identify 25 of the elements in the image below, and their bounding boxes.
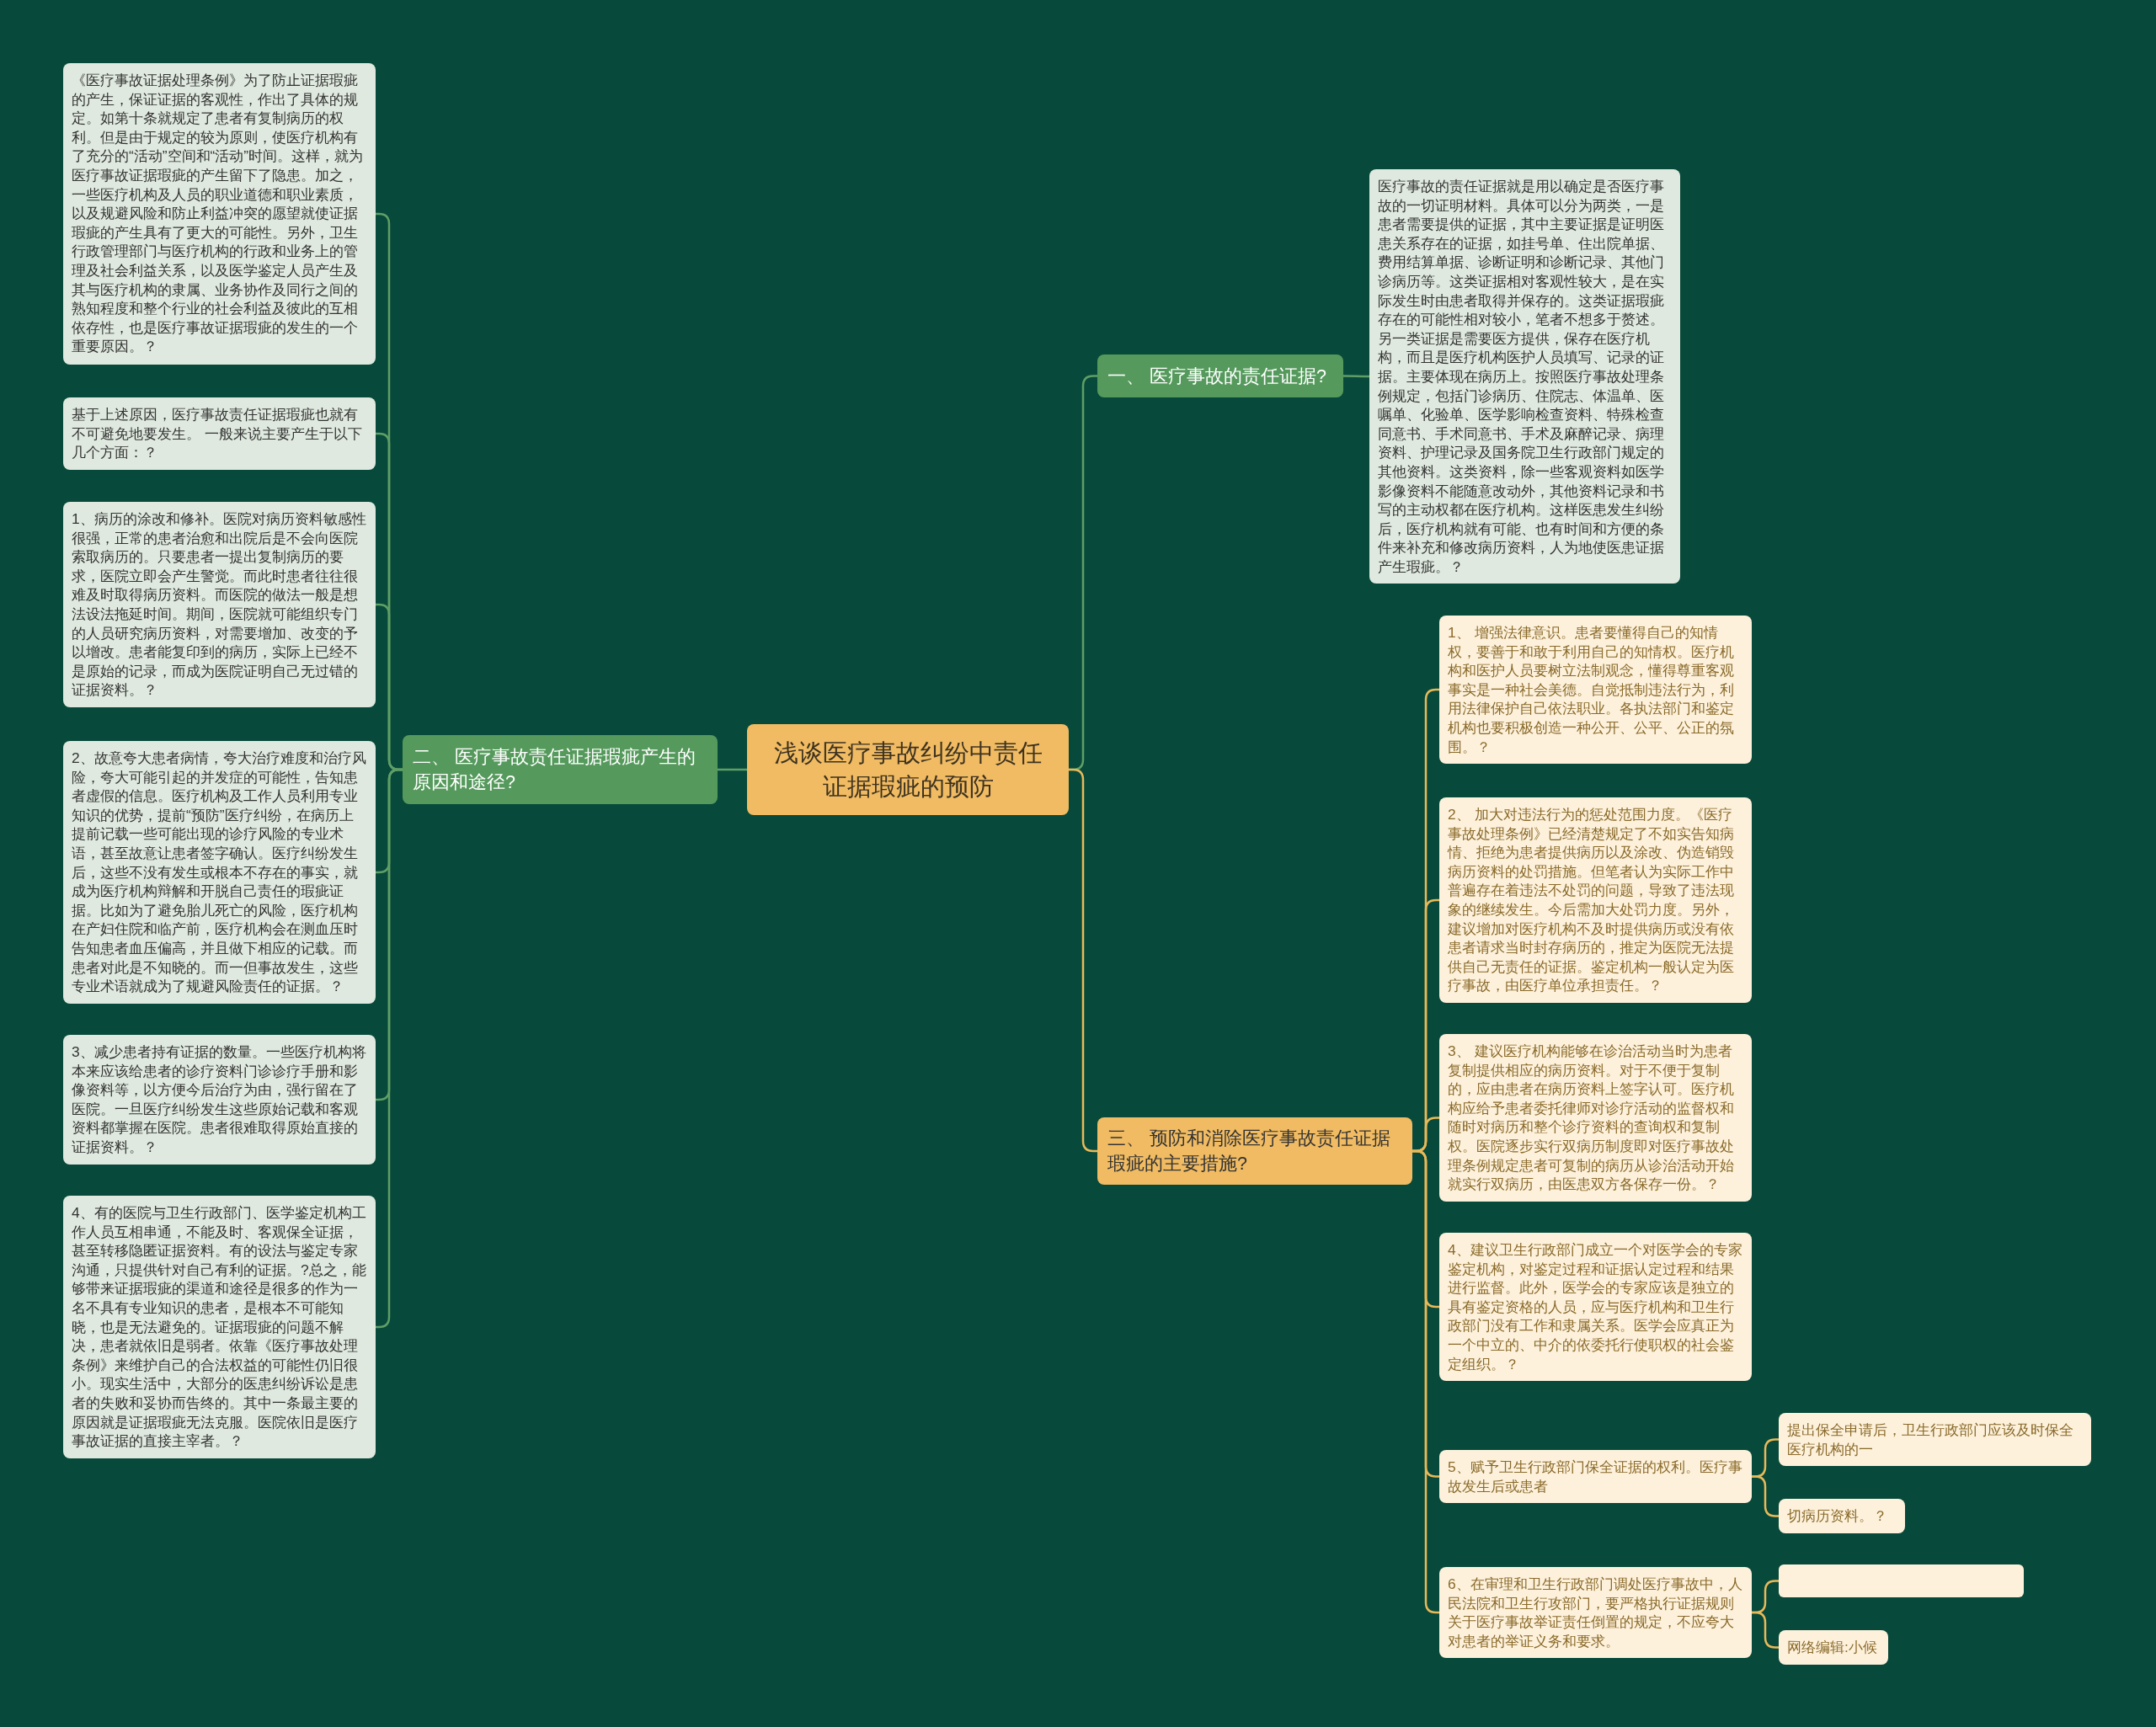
- note-box: 切病历资料。？: [1779, 1499, 1905, 1533]
- note-box: 1、病历的涂改和修补。医院对病历资料敏感性很强，正常的患者治愈和出院后是不会向医院索取病历的。只要患者一提出复制病历的要求，医院立即会产生警觉。而此时患者往往很难及时取得病历资料。而医院的做法一般是想法设法拖延时间。期间，医院就可能组织专门的人员研究病历资料，对需要增加、改变的予以增改。患者能复印到的病历，实际上已经不是原始的记录，而成为医院证明自己无过错的证据资料。？: [63, 502, 376, 707]
- branch-box: 二、 医疗事故责任证据瑕疵产生的原因和途径?: [403, 735, 718, 804]
- note-box: 4、建议卫生行政部门成立一个对医学会的专家鉴定机构，对鉴定过程和证据认定过程和结果进行监督。此外，医学会的专家应该是独立的具有鉴定资格的人员，应与医疗机构和卫生行政部门没有工作和隶属关系。医学会应真正为一个中立的、中介的依委托行使职权的社会鉴定组织。？: [1439, 1233, 1752, 1382]
- note-box: 6、在审理和卫生行政部门调处医疗事故中，人民法院和卫生行攻部门，要严格执行证据规则关于医疗事故举证责任倒置的规定，不应夸大对患者的举证义务和要求。: [1439, 1567, 1752, 1659]
- branch-box: 三、 预防和消除医疗事故责任证据瑕疵的主要措施?: [1097, 1117, 1412, 1185]
- note-box: 1、 增强法律意识。患者要懂得自己的知情权，要善于和敢于利用自己的知情权。医疗机构和医护人员要树立法制观念，懂得尊重客观事实是一种社会美德。自觉抵制违法行为，利用法律保护自己依法职业。各执法部门和鉴定机构也要积极创造一种公开、公平、公正的氛围。？: [1439, 616, 1752, 765]
- note-box: 3、 建议医疗机构能够在诊治活动当时为患者复制提供相应的病历资料。对于不便于复制的，应由患者在病历资料上签字认可。医疗机构应给予患者委托律师对诊疗活动的监督权和随时对病历和整个诊疗资料的查询权和复制权。医院逐步实行双病历制度即对医疗事故处理条例规定患者可复制的病历从诊治活动开始就实行双病历，由医患双方各保存一份。？: [1439, 1034, 1752, 1202]
- connector-line: [1752, 1611, 1779, 1649]
- connector-line: [718, 768, 747, 771]
- topic-box: 浅谈医疗事故纠纷中责任证据瑕疵的预防: [747, 724, 1069, 815]
- note-box: 网络编辑:小候: [1779, 1630, 1888, 1665]
- note-box: 2、故意夸大患者病情，夸大治疗难度和治疗风险，夸大可能引起的并发症的可能性，告知患者虚假的信息。医疗机构及工作人员利用专业知识的优势，提前“预防”医疗纠纷，在病历上提前记载一些可能出现的诊疗风险的专业术语，甚至故意让患者签字确认。医疗纠纷发生后，这些不没有发生或根本不存在的事实，就成为医疗机构辩解和开脱自己责任的瑕疵证据。比如为了避免胎儿死亡的风险，医疗机构在产妇住院和临产前，医疗机构会在测血压时告知患者血压偏高，并且做下相应的记载。而患者对此是不知晓的。而一但事故发生，这些专业术语就成为了规避风险责任的证据。？: [63, 741, 376, 1004]
- note-box: 3、减少患者持有证据的数量。一些医疗机构将本来应该给患者的诊疗资料门诊诊疗手册和影像资料等，以方便今后治疗为由，强行留在了医院。一旦医疗纠纷发生这些原始记载和客观资料都掌握在医院。患者很难取得原始直接的证据资料。？: [63, 1035, 376, 1165]
- note-box: 2、 加大对违法行为的惩处范围力度。《医疗事故处理条例》已经清楚规定了不如实告知病情、拒绝为患者提供病历以及涂改、伪造销毁病历资料的处罚措施。但笔者认为实际工作中普遍存在着违法不处罚的问题，导致了违法现象的继续发生。今后需加大处罚力度。另外，建议增加对医疗机构不及时提供病历或没有依患者请求当时封存病历的，推定为医院无法提供自己无责任的证据。鉴定机构一般认定为医疗事故，由医疗单位承担责任。？: [1439, 797, 1752, 1003]
- note-box: 基于上述原因，医疗事故责任证据瑕疵也就有不可避免地要发生。 一般来说主要产生于以下几个方面：？: [63, 397, 376, 470]
- connector-line: [1343, 375, 1369, 378]
- connector-line: [1752, 1475, 1779, 1517]
- note-box: 提出保全申请后，卫生行政部门应该及时保全医疗机构的一: [1779, 1413, 2091, 1467]
- note-box: 5、赋予卫生行政部门保全证据的权利。医疗事故发生后或患者: [1439, 1450, 1752, 1504]
- blank-box: [1779, 1564, 2024, 1597]
- note-box: 4、有的医院与卫生行政部门、医学鉴定机构工作人员互相串通，不能及时、客观保全证据，甚至转移隐匿证据资料。有的设法与鉴定专家沟通，只提供针对自己有利的证据。?总之，能够带来证据瑕疵的渠道和途径是很多的作为一名不具有专业知识的患者，是根本不可能知晓，也是无法避免的。证据瑕疵的问题不解决，患者就依旧是弱者。依靠《医疗事故处理条例》来维护自己的合法权益的可能性仍旧很小。现实生活中，大部分的医患纠纷诉讼是患者的失败和妥协而告终的。其中一条最主要的原因就是证据瑕疵无法克服。医院依旧是医疗事故证据的直接主宰者。？: [63, 1196, 376, 1458]
- note-box: 医疗事故的责任证据就是用以确定是否医疗事故的一切证明材料。具体可以分为两类，一是患者需要提供的证据，其中主要证据是证明医患关系存在的证据，如挂号单、住出院单据、费用结算单据、诊断证明和诊断记录、其他门诊病历等。这类证据相对客观性较大，是在实际发生时由患者取得并保存的。这类证据瑕疵存在的可能性相对较小，笔者不想多于赘述。另一类证据是需要医方提供，保存在医疗机构，而且是医疗机构医护人员填写、记录的证据。主要体现在病历上。按照医疗事故处理条例规定，包括门诊病历、住院志、体温单、医嘱单、化验单、医学影响检查资料、特殊检查同意书、手术同意书、手术及麻醉记录、病理资料、护理记录及国务院卫生行政部门规定的其他资料。这类资料，除一些客观资料如医学影像资料不能随意改动外，其他资料记录和书写的主动权都在医疗机构。这样医患发生纠纷后，医疗机构就有可能、也有时间和方便的条件来补充和修改病历资料，人为地使医患证据产生瑕疵。？: [1369, 169, 1680, 584]
- note-box: 《医疗事故证据处理条例》为了防止证据瑕疵的产生，保证证据的客观性，作出了具体的规定。如第十条就规定了患者有复制病历的权利。但是由于规定的较为原则，使医疗机构有了充分的“活动”空间和“活动”时间。这样，就为医疗事故证据瑕疵的产生留下了隐患。加之，一些医疗机构及人员的职业道德和职业素质，以及规避风险和防止利益冲突的愿望就使证据瑕疵的产生具有了更大的可能性。另外，卫生行政管理部门与医疗机构的行政和业务上的管理及社会利益关系，以及医学鉴定人员产生及其与医疗机构的隶属、业务协作及同行之间的熟知程度和整个行业的社会利益及彼此的互相依存性，也是医疗事故证据瑕疵的发生的一个重要原因。？: [63, 63, 376, 365]
- branch-box: 一、 医疗事故的责任证据?: [1097, 354, 1343, 397]
